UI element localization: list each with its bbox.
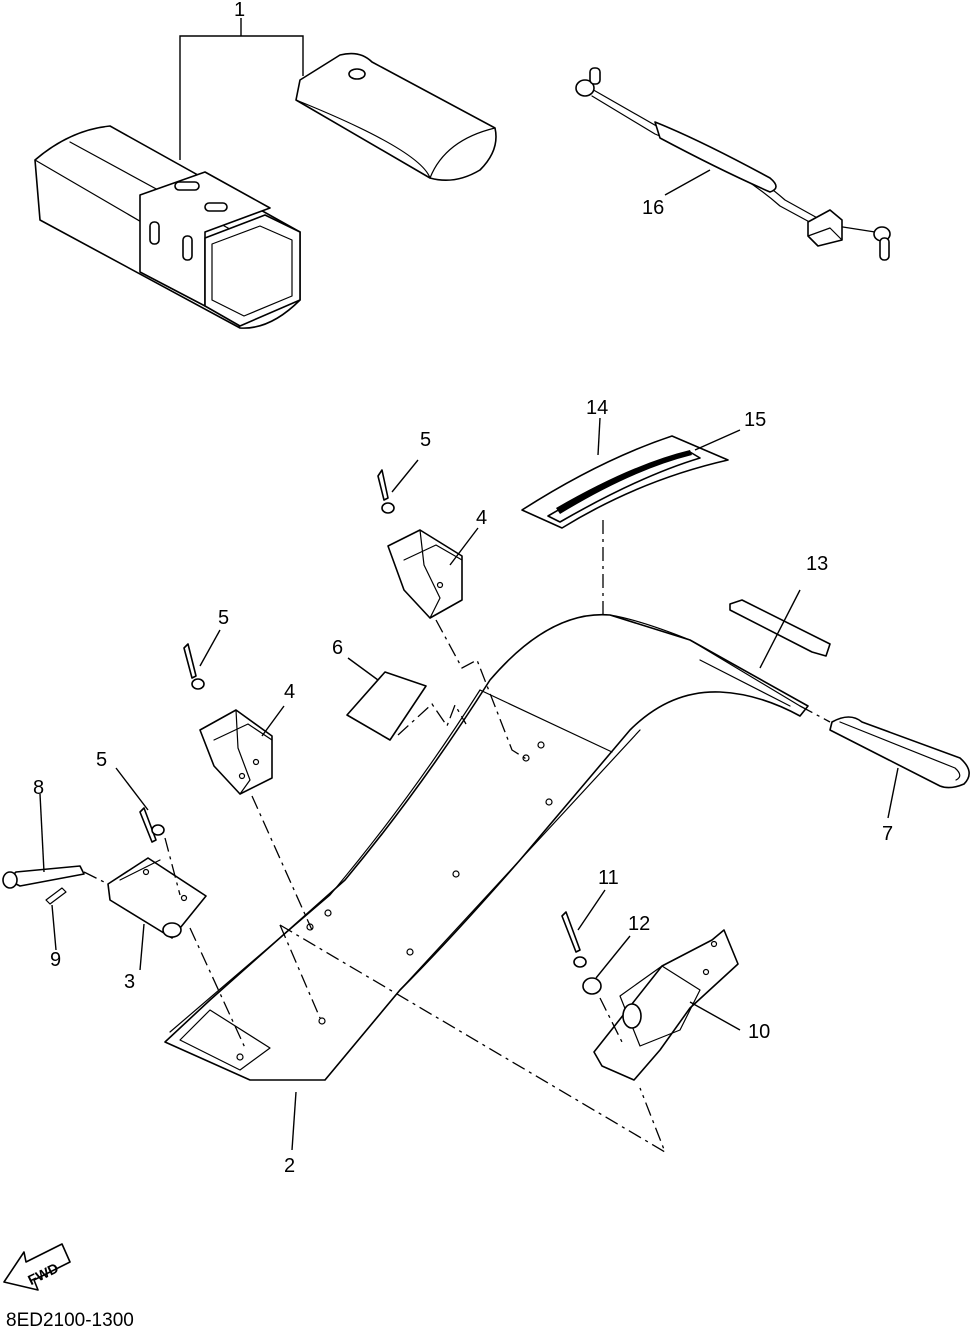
drawing-code: 8ED2100-1300 (6, 1310, 134, 1328)
part-5-rivet-middle (183, 629, 221, 690)
part-4-bracket-upper (387, 527, 529, 761)
callout-2: 2 (284, 1155, 295, 1177)
part-2-fender (164, 613, 809, 1154)
part-1-tool-kit (34, 18, 497, 329)
callout-13: 13 (806, 553, 828, 575)
part-16-cable (575, 67, 891, 261)
callout-7: 7 (882, 823, 893, 845)
callout-11: 11 (598, 867, 619, 889)
callout-labels: 1 16 14 15 5 4 13 5 6 4 5 8 7 11 12 9 3 … (33, 0, 893, 1177)
callout-4a: 4 (476, 507, 487, 529)
part-5-rivet-upper (377, 459, 419, 514)
callout-16: 16 (642, 197, 664, 219)
callout-6: 6 (332, 637, 343, 659)
callout-14: 14 (586, 397, 608, 419)
part-3-hinge (107, 857, 247, 1051)
part-4-bracket-middle (199, 705, 313, 931)
part-8-pin (2, 793, 109, 889)
part-13-seal (729, 589, 831, 669)
part-11-rivet (561, 889, 606, 968)
callout-3: 3 (124, 971, 135, 993)
callout-15: 15 (744, 409, 766, 431)
part-12-grommet (582, 935, 631, 1043)
callout-1: 1 (234, 0, 245, 21)
part-10-bracket (593, 929, 741, 1081)
part-6-label (346, 657, 467, 741)
callout-9: 9 (50, 949, 61, 971)
part-9-cotter-pin (45, 887, 67, 951)
callout-10: 10 (748, 1021, 770, 1043)
part-7-grab-bar (799, 705, 970, 819)
fwd-arrow-icon: FWD (3, 1243, 71, 1291)
callout-4b: 4 (284, 681, 295, 703)
callout-5b: 5 (218, 607, 229, 629)
part-5-rivet-lower (115, 767, 181, 896)
callout-8: 8 (33, 777, 44, 799)
callout-5c: 5 (96, 749, 107, 771)
part-14-15-strip (521, 417, 741, 656)
callout-5a: 5 (420, 429, 431, 451)
callout-12: 12 (628, 913, 650, 935)
